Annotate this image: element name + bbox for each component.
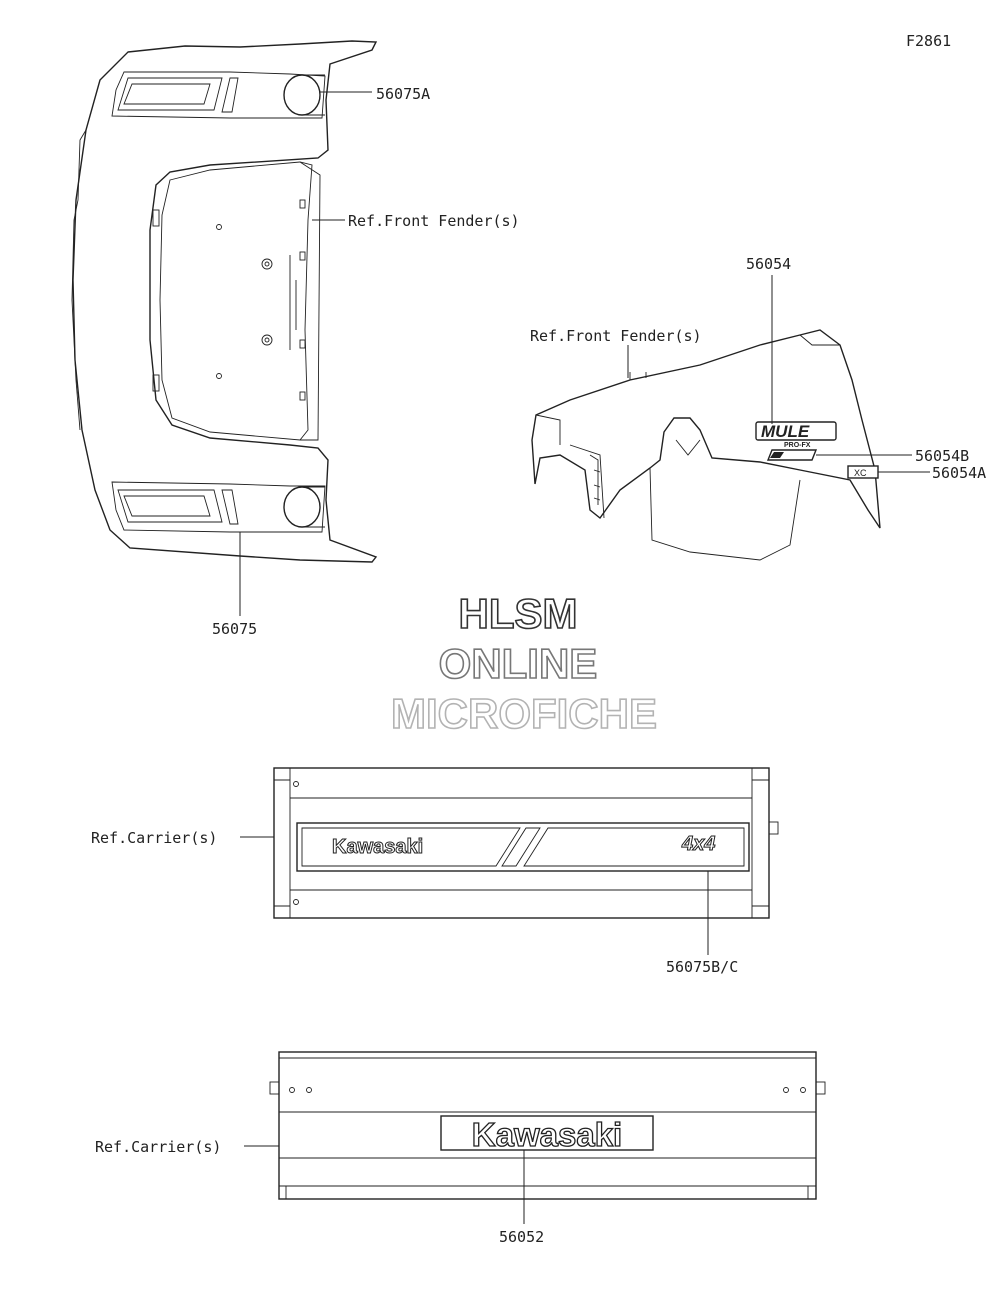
callout-56075bc: 56075B/C [666,958,738,976]
callout-56075: 56075 [212,620,257,638]
callout-56075a: 56075A [376,85,430,103]
carrier-upper-4x4: 4x4 [681,833,715,855]
callout-56052: 56052 [499,1228,544,1246]
mule-sub-text: PRO-FX [784,442,811,449]
carrier-lower-drawing: Kawasaki [269,1051,826,1200]
mule-badge-text: XC [854,468,867,478]
watermark-line2: ONLINE [439,640,598,687]
watermark-line3: MICROFICHE [391,690,657,737]
figure-code: F2861 [906,32,951,50]
callout-56054: 56054 [746,255,791,273]
carrier-lower-brand: Kawasaki [472,1116,622,1153]
callout-ref-carrier-lower: Ref.Carrier(s) [95,1138,221,1156]
callout-ref-front-fender-top: Ref.Front Fender(s) [348,212,520,230]
callout-56054a: 56054A [932,464,986,482]
callout-ref-carrier-upper: Ref.Carrier(s) [91,829,217,847]
carrier-upper-brand: Kawasaki [332,836,423,858]
front-panel-drawing [71,40,378,563]
watermark-line1: HLSM [459,590,578,637]
callout-ref-front-fender-side: Ref.Front Fender(s) [530,327,702,345]
watermark: HLSM ONLINE MICROFICHE [390,589,658,738]
front-fender-drawing: MULE PRO-FX XC [531,329,881,561]
carrier-upper-drawing: Kawasaki 4x4 [273,767,779,919]
mule-logo-text: MULE [761,422,810,441]
callout-56054b: 56054B [915,447,969,465]
